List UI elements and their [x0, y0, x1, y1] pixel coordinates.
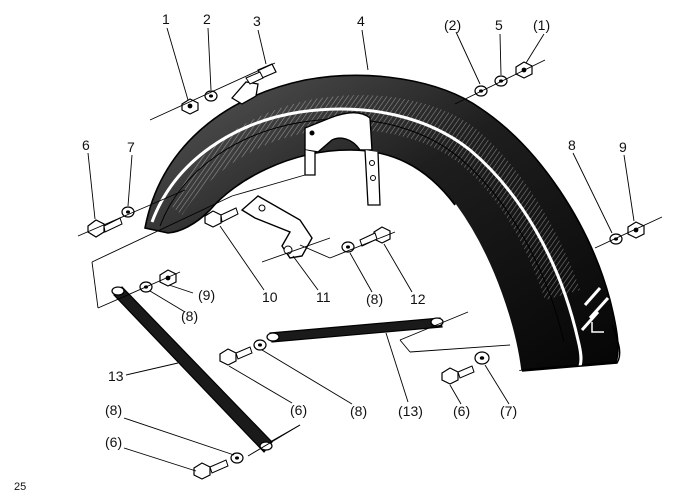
callout-labels: 1 2 3 4 (2) 5 (1) 6 7 8 9 (9) (8) 10 11 …: [14, 11, 627, 493]
fender-bridge: [304, 112, 381, 206]
bolt-6-stay: [219, 346, 253, 366]
washer-7-left: [121, 206, 135, 218]
nut-9-stay: [159, 269, 177, 287]
callout-8: 8: [568, 137, 576, 153]
bolt-10: [204, 207, 239, 228]
callout-6-paren-c: (6): [105, 434, 122, 450]
alignment-lines: [77, 59, 663, 457]
callout-1-paren: (1): [533, 17, 550, 33]
washer-5: [494, 75, 508, 87]
callout-2: 2: [203, 11, 211, 27]
nut-9-right: [627, 221, 645, 239]
callout-11: 11: [316, 289, 331, 305]
callout-5: 5: [495, 17, 503, 33]
mudguard-fender: [144, 74, 621, 372]
callout-3: 3: [253, 13, 261, 29]
callout-2-paren: (2): [444, 17, 461, 33]
callout-10: 10: [262, 289, 278, 305]
callout-6-paren-b: (6): [453, 403, 470, 419]
callout-8-paren-c: (8): [350, 403, 367, 419]
callout-6-paren-a: (6): [290, 402, 307, 418]
top-clip: [230, 81, 259, 105]
bolt-6-rear: [441, 365, 475, 385]
bolt-6-bottom: [193, 459, 229, 480]
leader-lines: [87, 27, 635, 472]
callout-7-paren: (7): [500, 403, 517, 419]
callout-8-paren-d: (8): [105, 402, 122, 418]
page-number: 25: [14, 481, 26, 493]
callout-8-paren-a: (8): [181, 308, 198, 324]
washer-7-rear: [474, 351, 490, 365]
callout-13: 13: [108, 368, 124, 384]
washer-8-stay-short: [253, 339, 267, 351]
callout-9: 9: [619, 139, 627, 155]
callout-7: 7: [127, 139, 135, 155]
nut-1: [181, 98, 199, 115]
callout-13-paren: (13): [398, 403, 423, 419]
center-bracket: [240, 195, 313, 259]
bolt-12: [359, 226, 391, 247]
washer-8-bottom: [230, 452, 244, 464]
callout-12: 12: [410, 291, 426, 307]
callout-6: 6: [82, 137, 90, 153]
callout-8-paren-b: (8): [366, 291, 383, 307]
callout-1: 1: [162, 11, 170, 27]
callout-4: 4: [357, 13, 365, 29]
callout-9-paren: (9): [198, 287, 215, 303]
stay-short: [266, 317, 444, 343]
bolt-6-left: [87, 217, 123, 238]
bolt-3: [245, 63, 277, 85]
washer-8-right: [609, 233, 623, 245]
